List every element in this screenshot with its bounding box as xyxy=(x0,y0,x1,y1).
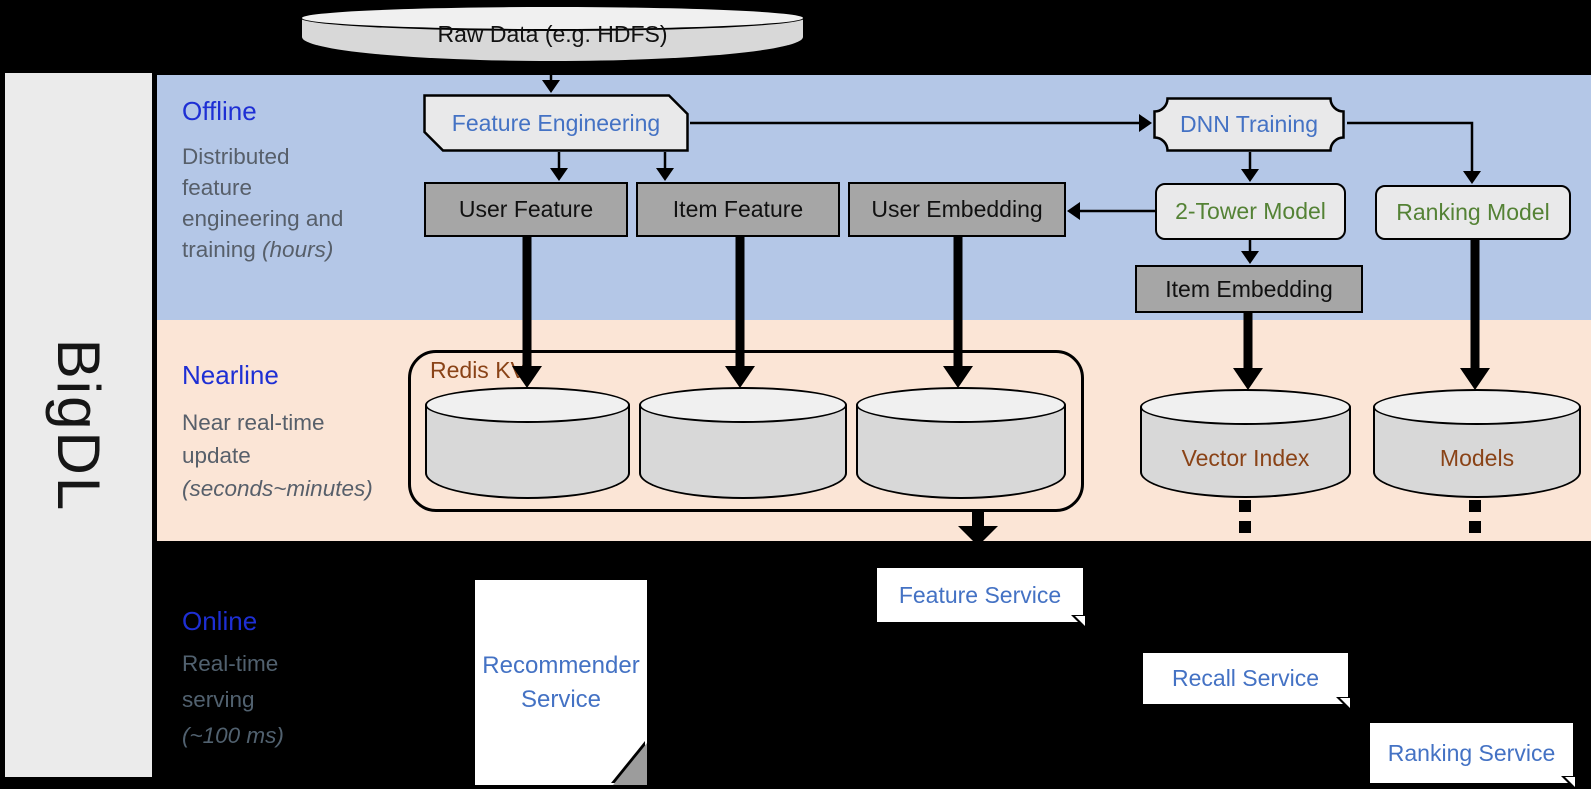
offline-section-title: Offline xyxy=(182,96,257,126)
vector-index-label: Vector Index xyxy=(1181,445,1310,471)
nearline-desc-line: Near real-time xyxy=(182,410,325,435)
redis-store-cylinder-1 xyxy=(425,387,630,499)
raw-data-store: Raw Data (e.g. HDFS) xyxy=(300,5,805,63)
online-desc-line: Real-time xyxy=(182,651,279,676)
bigdl-logo-text: BigDL xyxy=(45,338,113,512)
user-feature-node: User Feature xyxy=(424,182,628,237)
recall-service-label: Recall Service xyxy=(1172,665,1319,691)
page-fold xyxy=(1071,615,1086,630)
offline-desc-line: engineering and xyxy=(182,206,344,231)
cylinder-top xyxy=(425,387,630,423)
offline-desc-line: training (hours) xyxy=(182,237,334,262)
online-desc-line: (~100 ms) xyxy=(182,723,284,748)
recommender-service-label: Recommender Service xyxy=(482,651,640,713)
two-tower-model-node: 2-Tower Model xyxy=(1155,183,1346,240)
cylinder-top xyxy=(856,387,1066,423)
page-fold xyxy=(1336,697,1351,712)
nearline-desc-line: (seconds~minutes) xyxy=(182,476,373,501)
nearline-section-title: Nearline xyxy=(182,360,279,390)
page-curl xyxy=(613,743,647,785)
user-embedding-node: User Embedding xyxy=(848,182,1066,237)
feature-engineering-node: Feature Engineering xyxy=(423,94,689,152)
online-section-description: Real-time serving (~100 ms) xyxy=(182,646,284,754)
cylinder-top xyxy=(639,387,847,423)
redis-store-cylinder-3 xyxy=(856,387,1066,499)
ranking-service-label: Ranking Service xyxy=(1387,739,1556,766)
models-label: Models xyxy=(1439,445,1515,471)
feature-service-label: Feature Service xyxy=(898,581,1062,608)
redis-kv-label: Redis KV xyxy=(430,357,526,383)
redis-store-cylinder-2 xyxy=(639,387,847,499)
nearline-section-description: Near real-time update (seconds~minutes) xyxy=(182,406,373,505)
models-store: Models xyxy=(1373,389,1581,498)
offline-desc-line: Distributed xyxy=(182,144,290,169)
cylinder-top xyxy=(1373,389,1581,425)
cylinder-top xyxy=(1140,389,1351,425)
nearline-desc-line: update xyxy=(182,443,251,468)
item-feature-node: Item Feature xyxy=(636,182,840,237)
page-fold xyxy=(1561,776,1576,789)
item-embedding-node: Item Embedding xyxy=(1135,265,1363,313)
offline-section-description: Distributed feature engineering and trai… xyxy=(182,141,343,265)
raw-data-label: Raw Data (e.g. HDFS) xyxy=(437,21,668,47)
recall-service-node: Recall Service xyxy=(1143,653,1351,712)
recommender-service-node: Recommender Service xyxy=(475,580,647,785)
online-desc-line: serving xyxy=(182,687,255,712)
feature-engineering-label: Feature Engineering xyxy=(451,109,661,136)
offline-desc-line: feature xyxy=(182,175,253,200)
bigdl-sidebar: BigDL xyxy=(5,73,152,777)
feature-service-node: Feature Service xyxy=(877,568,1086,630)
redis-kv-container xyxy=(408,350,1084,512)
vector-index-store: Vector Index xyxy=(1140,389,1351,498)
ranking-service-node: Ranking Service xyxy=(1370,723,1576,789)
online-section-title: Online xyxy=(182,606,258,636)
chamfered-card-shape xyxy=(423,94,689,152)
cylinder-top xyxy=(300,5,805,31)
dnn-training-node: DNN Training xyxy=(1153,97,1345,152)
ranking-model-node: Ranking Model xyxy=(1375,185,1571,240)
plaque-shape xyxy=(1153,97,1345,152)
dnn-training-label: DNN Training xyxy=(1179,111,1319,137)
